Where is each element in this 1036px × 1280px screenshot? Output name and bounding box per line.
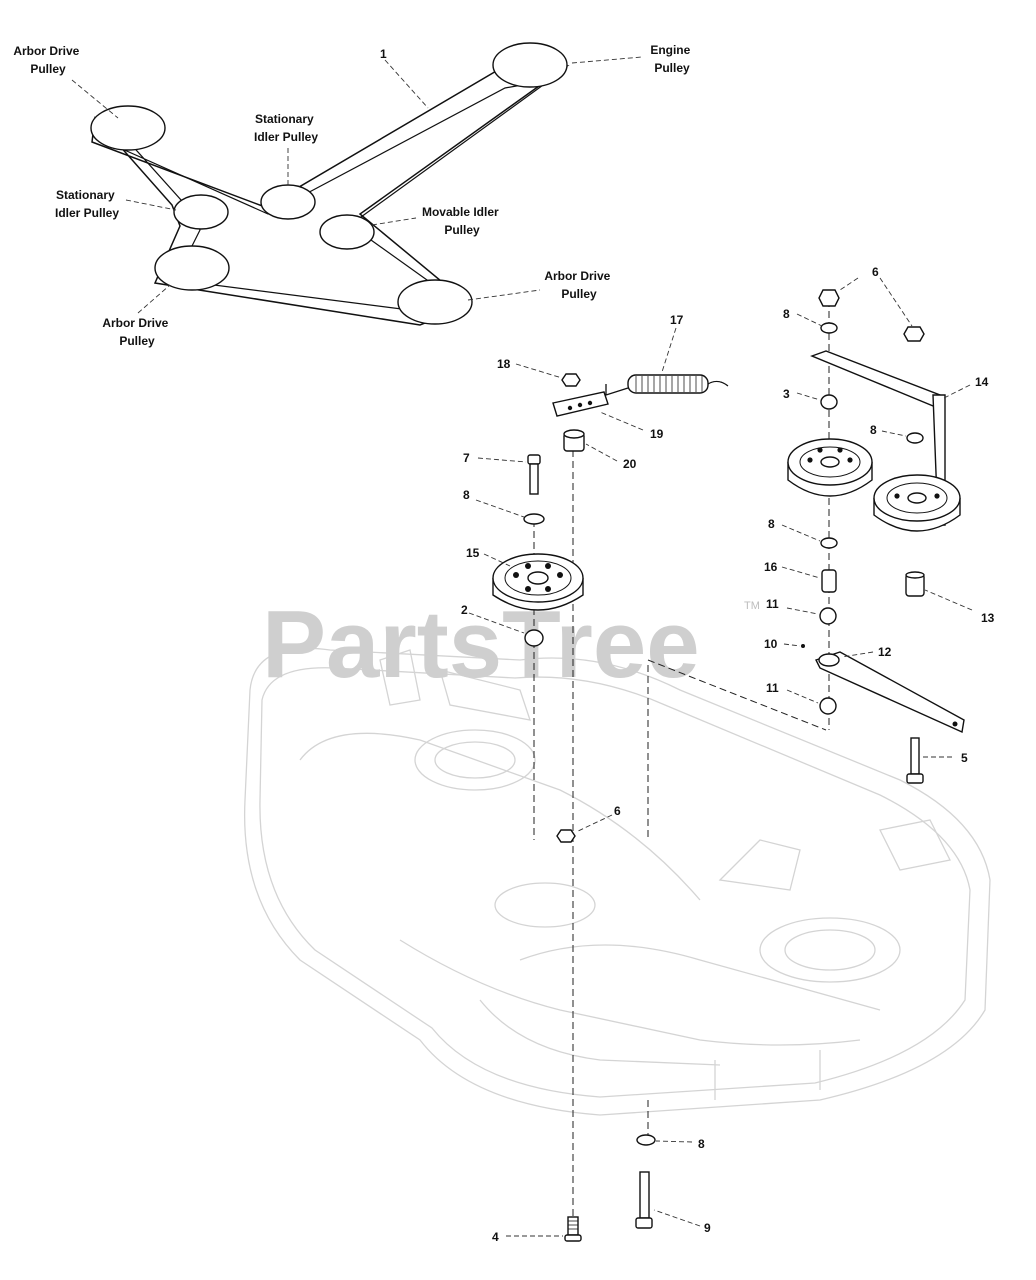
watermark-trademark: TM: [744, 600, 760, 612]
washer-part-8-right: [906, 432, 924, 444]
idler-arm-part-12: [815, 651, 965, 734]
callout-belt: 1: [380, 47, 387, 61]
callout-16: 16: [764, 560, 778, 574]
callout-7: 7: [463, 451, 470, 465]
pulley-lower-idler: [873, 474, 961, 532]
washer-part-8-bottom: [636, 1134, 656, 1146]
label-movable-idler: Movable Idler Pulley: [422, 205, 502, 237]
spacer-part-16: [821, 569, 837, 593]
pin-part-10: [801, 644, 805, 648]
callout-8-lower: 8: [768, 517, 775, 531]
bolt-part-7: [527, 454, 541, 495]
label-arbor-drive-right: Arbor Drive Pulley: [544, 269, 613, 301]
nut-part-18: [561, 373, 581, 387]
callout-8-right: 8: [870, 423, 877, 437]
nut-part-6-top: [818, 289, 840, 307]
movable-idler-assembly: [787, 289, 965, 784]
center-idler-stack: [492, 373, 827, 1242]
belt-schematic: 1 Arbor Drive Pulley Stationary Idler Pu…: [13, 42, 693, 348]
pulley-arbor-bottom: [154, 245, 230, 291]
pulley-movable-idler: [319, 214, 375, 250]
callout-10: 10: [764, 637, 778, 651]
callout-5: 5: [961, 751, 968, 765]
callout-12: 12: [878, 645, 892, 659]
pulley-stationary-left: [173, 194, 229, 230]
label-stationary-idler-left: Stationary Idler Pulley: [55, 188, 119, 220]
callout-8-center: 8: [463, 488, 470, 502]
callout-6-top: 6: [872, 265, 879, 279]
callout-8-bottom: 8: [698, 1137, 705, 1151]
pulley-part-15: [492, 553, 584, 611]
belt-path-outer: [91, 65, 570, 326]
bushing-part-11-upper: [819, 607, 837, 625]
callout-2: 2: [461, 603, 468, 617]
nut-part-6-right: [903, 326, 925, 342]
pulley-upper-idler: [787, 438, 873, 497]
pulley-stationary-center: [260, 184, 316, 220]
washer-part-8-lower: [820, 537, 838, 549]
callout-17: 17: [670, 313, 684, 327]
spring-part-17: [605, 374, 729, 396]
callout-11-lower: 11: [766, 681, 779, 695]
nut-part-6-center: [556, 829, 576, 843]
callout-14: 14: [975, 375, 989, 389]
callout-18: 18: [497, 357, 511, 371]
bushing-part-11-lower: [819, 697, 837, 715]
watermark: PartsTree TM: [262, 591, 760, 698]
bushing-part-2: [524, 629, 544, 647]
callout-numbers: 6 8 14 3 8 8 16 11 13 10 12 11 5 17 18 1…: [461, 265, 995, 1244]
pulley-arbor-top: [90, 105, 166, 151]
washer-part-8-center: [523, 513, 545, 525]
pulley-engine: [492, 42, 568, 88]
bolt-part-4: [564, 1216, 582, 1242]
label-engine-pulley: Engine Pulley: [650, 43, 693, 75]
callout-8-top: 8: [783, 307, 790, 321]
callout-6-center: 6: [614, 804, 621, 818]
mower-deck-outline: [243, 647, 991, 1116]
label-arbor-drive-top: Arbor Drive Pulley: [13, 44, 82, 76]
pulley-arbor-right: [397, 279, 473, 325]
watermark-text: PartsTree: [262, 591, 700, 698]
callout-leaders: [468, 277, 973, 1237]
callout-15: 15: [466, 546, 480, 560]
callout-20: 20: [623, 457, 637, 471]
bolt-part-9: [635, 1171, 653, 1229]
washer-part-8-top: [820, 322, 838, 334]
callout-19: 19: [650, 427, 664, 441]
callout-3: 3: [783, 387, 790, 401]
callout-13: 13: [981, 611, 995, 625]
label-arbor-drive-bottom: Arbor Drive Pulley: [102, 316, 171, 348]
callout-9: 9: [704, 1221, 711, 1235]
bushing-part-3: [820, 394, 838, 410]
callout-4: 4: [492, 1230, 499, 1244]
bolt-part-5: [906, 737, 924, 784]
label-stationary-idler-center: Stationary Idler Pulley: [254, 112, 318, 144]
callout-11-upper: 11: [766, 597, 779, 611]
